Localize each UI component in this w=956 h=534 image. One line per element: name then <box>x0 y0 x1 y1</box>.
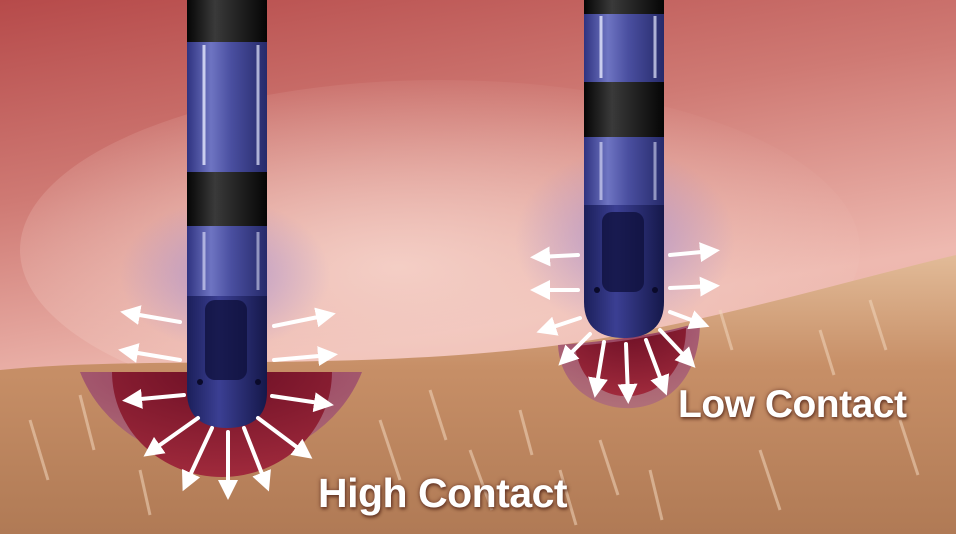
catheter-high-contact <box>187 0 267 428</box>
catheter-low-contact <box>584 0 664 338</box>
high-contact-label: High Contact <box>318 470 567 517</box>
low-contact-label: Low Contact <box>678 383 906 427</box>
